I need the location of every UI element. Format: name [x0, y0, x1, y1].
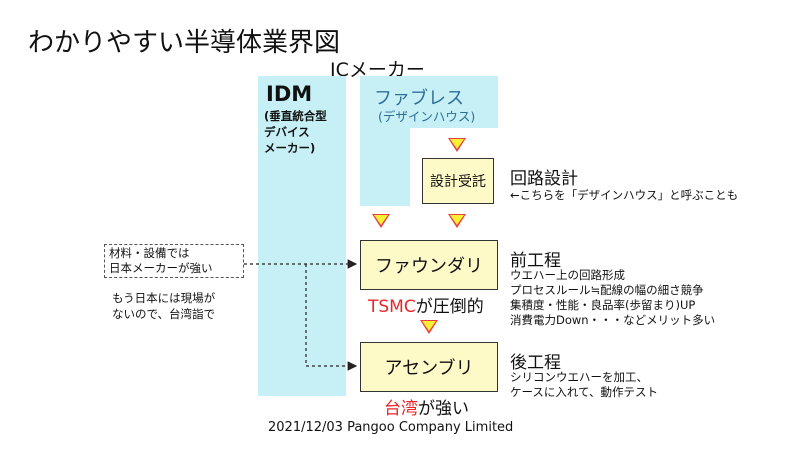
tsmc-suffix: が圧倒的	[415, 297, 484, 317]
back-end-list: シリコンウエハーを加工、 ケースに入れて、動作テスト	[510, 370, 658, 400]
japan-note-line-1: もう日本には現場が	[112, 291, 216, 305]
idm-sub-line-2: デバイス	[264, 125, 310, 139]
down-arrow-icon	[420, 320, 438, 334]
back-end-item: ケースに入れて、動作テスト	[510, 385, 659, 399]
front-end-item: ウエハー上の回路形成	[510, 268, 625, 282]
down-arrow-icon	[448, 138, 466, 152]
taiwan-suffix: が強い	[418, 399, 469, 419]
back-end-item: シリコンウエハーを加工、	[510, 370, 648, 384]
ic-maker-heading: ICメーカー	[330, 59, 425, 81]
materials-callout: 材料・設備では 日本メーカーが強い	[104, 244, 244, 278]
front-end-item: 消費電力Down・・・などメリット多い	[510, 313, 716, 327]
japan-note-line-2: ないので、台湾詣で	[112, 307, 216, 321]
down-arrow-icon	[448, 214, 466, 228]
down-arrow-icon	[372, 214, 390, 228]
taiwan-statement: 台湾が強い	[384, 394, 469, 419]
assembly-box: アセンブリ	[360, 342, 498, 392]
footer-date: 2021/12/03	[268, 420, 343, 435]
idm-heading: IDM	[266, 82, 313, 106]
design-contract-box: 設計受託	[422, 158, 494, 204]
callout-line-1: 材料・設備では	[109, 246, 190, 260]
callout-to-assembly-line	[305, 264, 358, 371]
japan-note: もう日本には現場が ないので、台湾詣で	[112, 290, 215, 322]
circuit-design-note: ←こちらを「デザインハウス」と呼ぶことも	[510, 188, 739, 202]
circuit-design-label: 回路設計	[510, 169, 578, 189]
idm-description: (垂直統合型 デバイス メーカー)	[264, 108, 327, 156]
idm-column	[258, 76, 346, 396]
tsmc-statement: TSMCが圧倒的	[368, 292, 484, 317]
footer: 2021/12/03 Pangoo Company Limited	[268, 420, 513, 435]
idm-sub-line-1: (垂直統合型	[264, 109, 327, 123]
front-end-item: プロセスルール≒配線の幅の細さ競争	[510, 283, 704, 297]
front-end-item: 集積度・性能・良品率(歩留まり)UP	[510, 298, 696, 312]
taiwan-name: 台湾	[384, 399, 418, 419]
back-end-label: 後工程	[510, 353, 561, 373]
foundry-box: ファウンダリ	[360, 240, 498, 290]
fabless-subheading: (デザインハウス)	[378, 109, 476, 124]
idm-sub-line-3: メーカー)	[264, 141, 316, 155]
fabless-heading: ファブレス	[374, 88, 464, 109]
front-end-label: 前工程	[510, 251, 561, 271]
front-end-list: ウエハー上の回路形成 プロセスルール≒配線の幅の細さ競争 集積度・性能・良品率(…	[510, 268, 715, 328]
tsmc-name: TSMC	[368, 297, 416, 317]
page-title: わかりやすい半導体業界図	[28, 28, 341, 58]
callout-line-2: 日本メーカーが強い	[109, 261, 213, 275]
footer-company: Pangoo Company Limited	[347, 420, 514, 435]
